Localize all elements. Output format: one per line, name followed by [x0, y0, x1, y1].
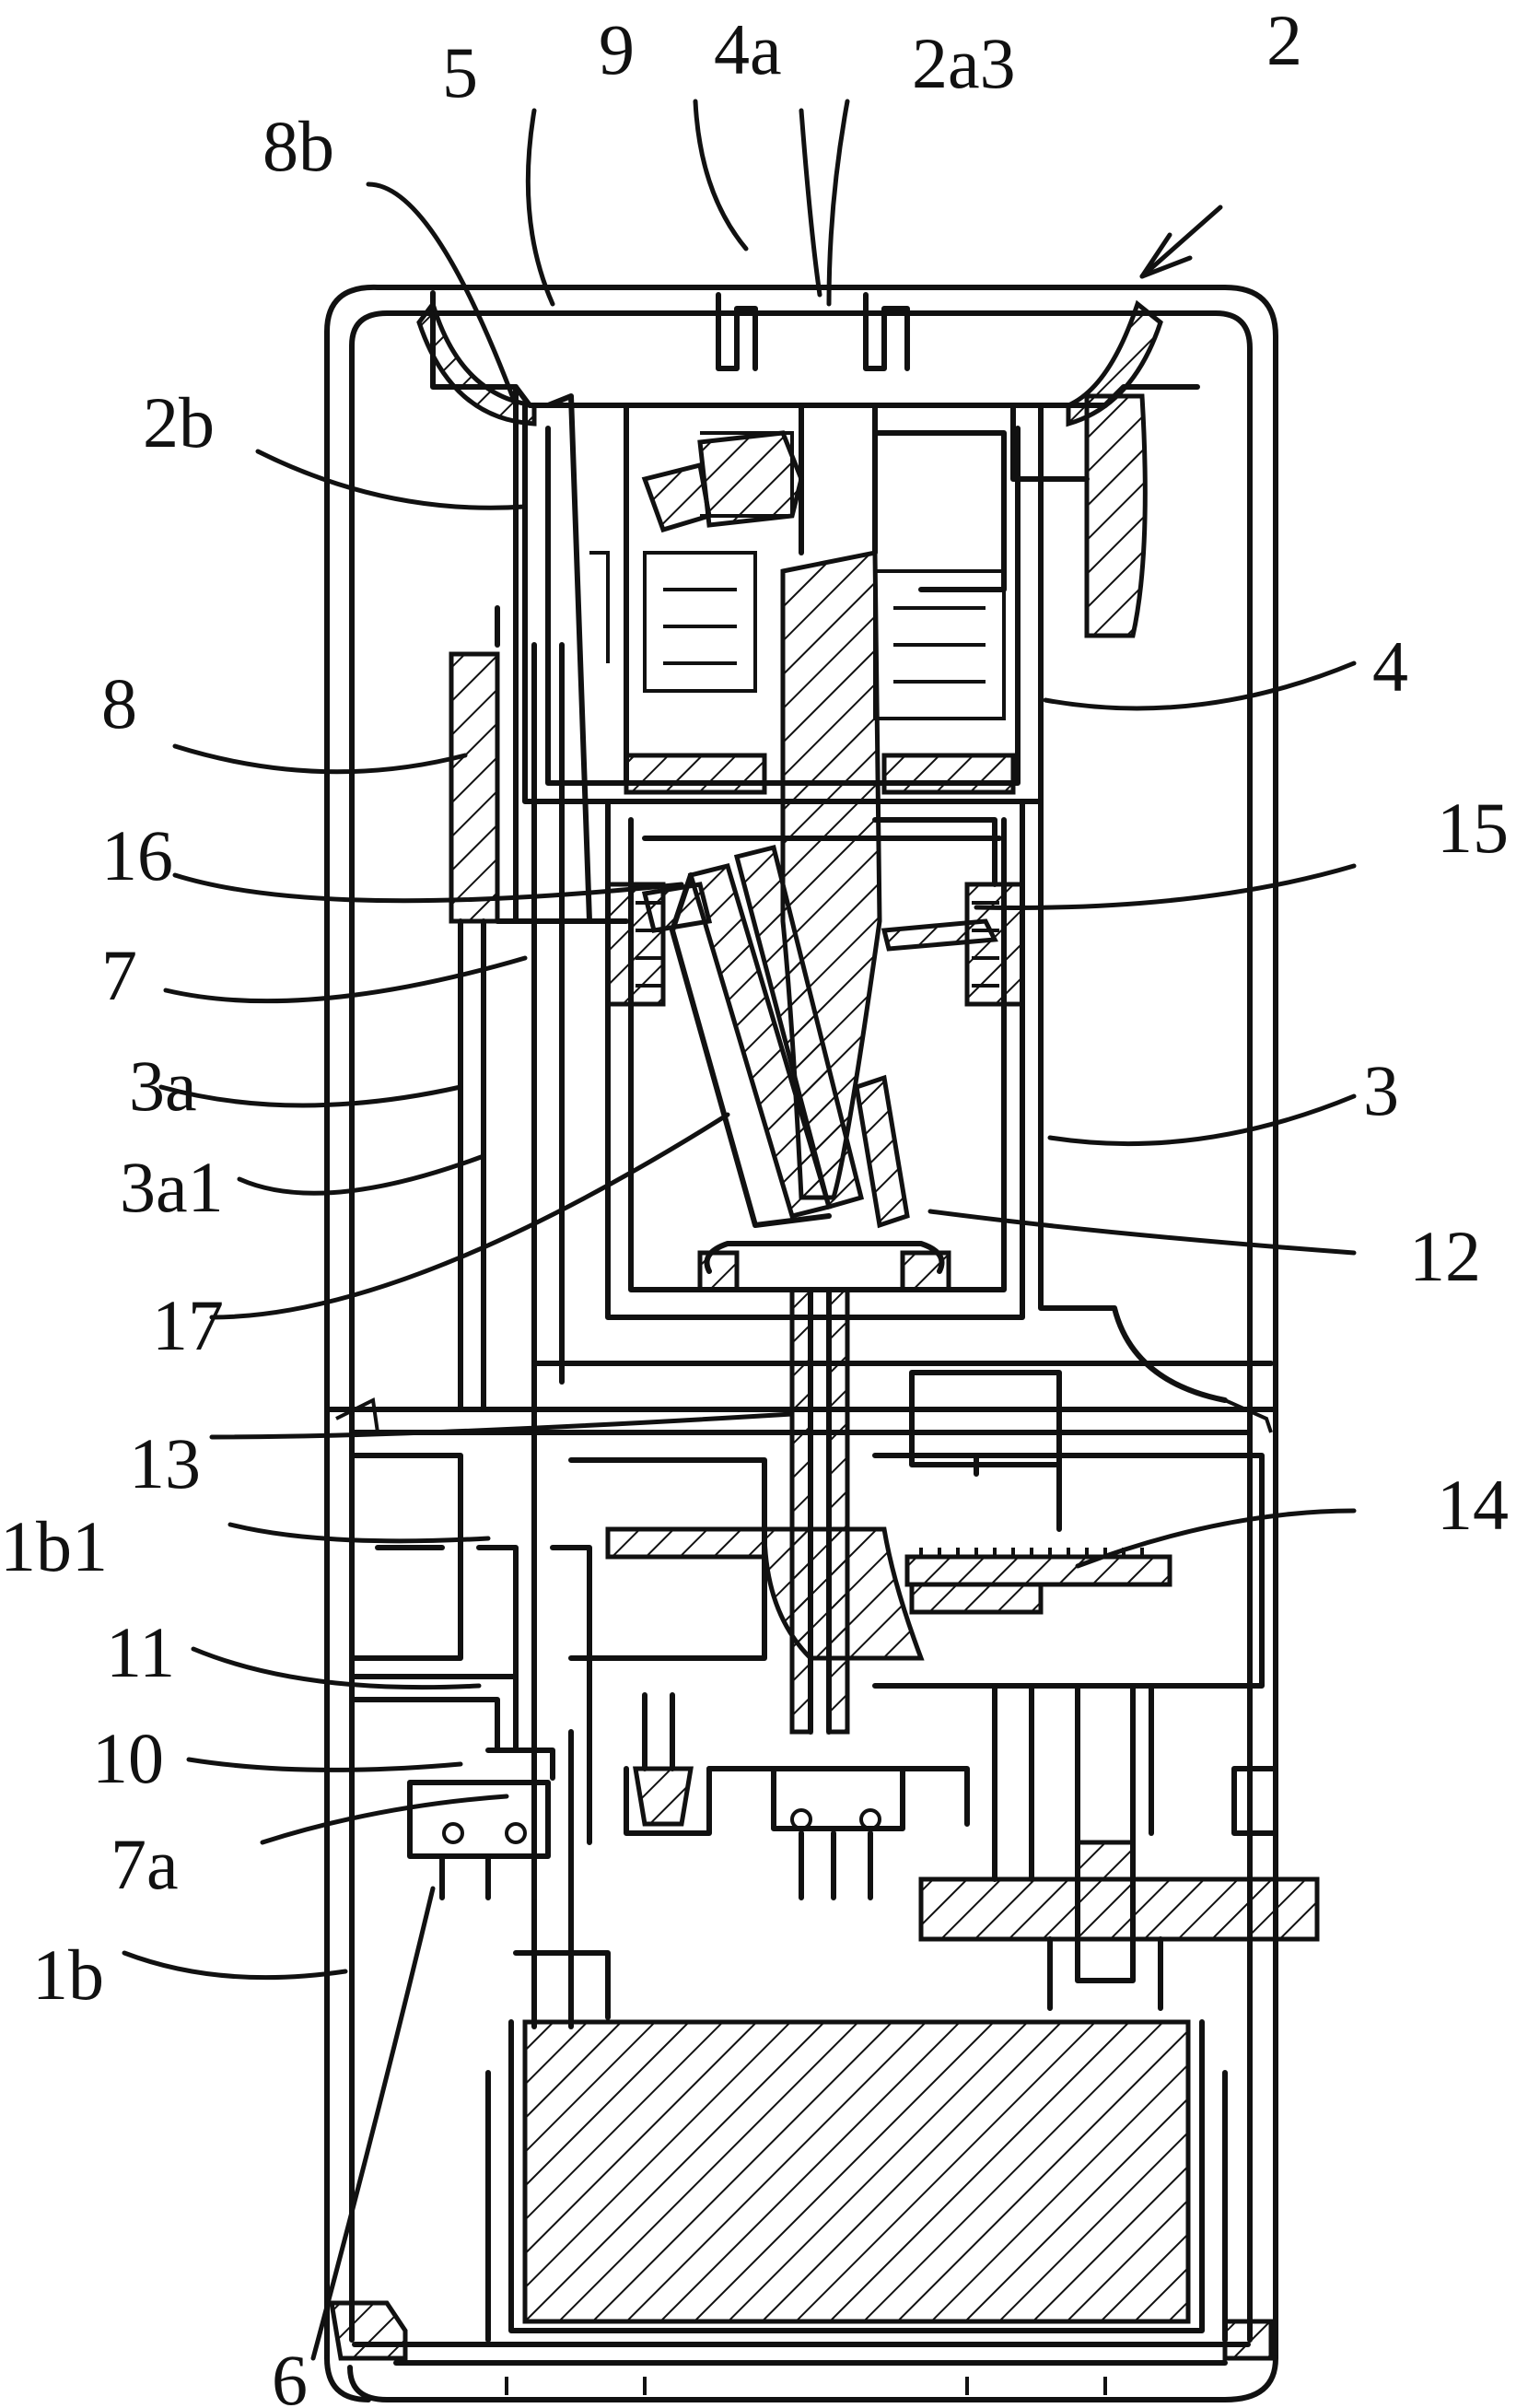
label-2: 2: [1266, 0, 1302, 80]
lower-base: [352, 1453, 592, 2029]
label-13: 13: [129, 1423, 201, 1503]
label-3a: 3a: [129, 1046, 197, 1126]
label-2b: 2b: [143, 382, 215, 462]
label-14: 14: [1437, 1465, 1509, 1545]
battery-block: [485, 1950, 1228, 2343]
label-1b: 1b: [32, 1935, 104, 2015]
label-11: 11: [106, 1612, 175, 1692]
label-2a3: 2a3: [912, 23, 1016, 103]
label-12: 12: [1409, 1216, 1481, 1296]
label-6: 6: [272, 2340, 308, 2408]
tilted-blade-17: [670, 844, 910, 1229]
label-7: 7: [101, 935, 137, 1015]
label-5: 5: [442, 32, 478, 112]
label-17: 17: [152, 1285, 224, 1365]
label-3a1: 3a1: [120, 1147, 224, 1227]
label-8b: 8b: [262, 106, 334, 186]
label-15: 15: [1437, 788, 1509, 868]
bottom-plate: [329, 2300, 1274, 2395]
label-4a: 4a: [714, 9, 782, 89]
label-9: 9: [599, 9, 635, 89]
right-lower-mechanism: [918, 1683, 1320, 2011]
label-7a: 7a: [111, 1824, 179, 1904]
center-switch: [624, 1692, 970, 1900]
label-1b1: 1b1: [0, 1506, 108, 1586]
label-4: 4: [1372, 626, 1408, 707]
left-side-walls: [449, 384, 629, 2029]
label-10: 10: [92, 1718, 164, 1798]
label-8: 8: [101, 663, 137, 743]
gear-assembly: [531, 1287, 1274, 1735]
label-16: 16: [101, 815, 173, 895]
label-3: 3: [1363, 1050, 1399, 1130]
leader-lines: [122, 99, 1357, 2361]
